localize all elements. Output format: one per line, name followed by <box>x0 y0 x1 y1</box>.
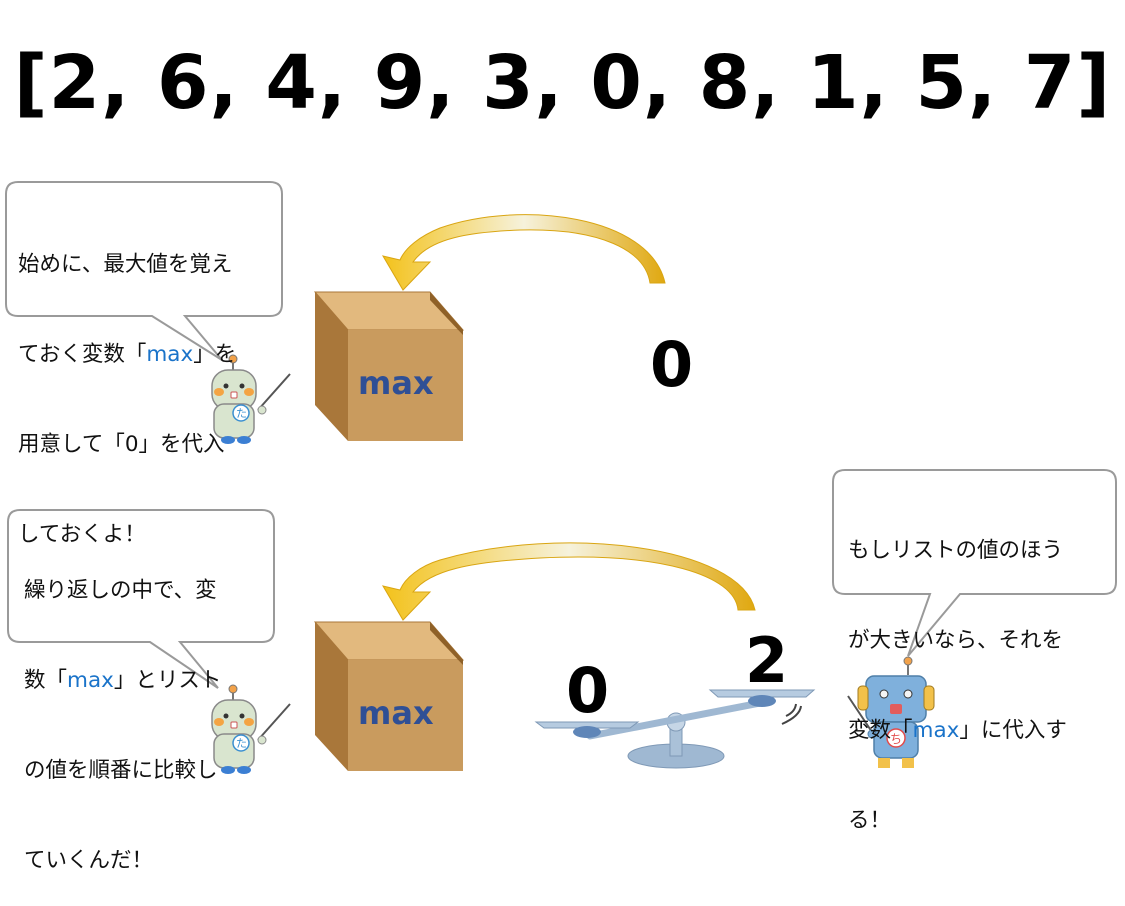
bubble-line: 繰り返しの中で、変 <box>24 578 217 603</box>
bubble-text-step2-left: 繰り返しの中で、変 数「max」とリスト の値を順番に比較し ていくんだ！ <box>24 516 221 906</box>
bubble-line: ていくんだ！ <box>24 848 154 873</box>
bubble-text-step1: 始めに、最大値を覚え ておく変数「max」を 用意して「0」を代入 しておくよ！ <box>18 190 236 580</box>
scale-right-value: 2 <box>745 624 789 697</box>
robot-step1 <box>211 354 291 444</box>
variable-name: max <box>912 718 960 743</box>
bubble-line: る！ <box>848 808 892 833</box>
bubble-text-step2-right: もしリストの値のほう が大きいなら、それを 変数「max」に代入す る！ <box>848 476 1067 866</box>
bubble-line-part: 」とリスト <box>113 668 222 693</box>
bubble-line: もしリストの値のほう <box>848 538 1064 563</box>
variable-name: max <box>146 342 194 367</box>
robot-badge-step1: た <box>236 407 247 420</box>
bubble-line-part: 」を <box>193 342 237 367</box>
diagram-graphics <box>5 181 1117 774</box>
box-label-step1: max <box>358 364 434 402</box>
robot-badge-step2-right: ち <box>890 732 903 746</box>
bubble-line-part: 」に代入す <box>959 718 1067 743</box>
bubble-line: が大きいなら、それを <box>848 628 1064 653</box>
scale-left-value: 0 <box>566 654 610 727</box>
assign-arrow-step2 <box>381 542 756 621</box>
bubble-line: 変数「max」に代入す <box>848 716 1067 746</box>
speech-bubble-step1 <box>5 181 283 361</box>
bubble-line: 数「max」とリスト <box>24 666 221 696</box>
variable-name: max <box>67 668 114 693</box>
speech-bubble-step2-left <box>7 509 275 689</box>
number-list: [2, 6, 4, 9, 3, 0, 8, 1, 5, 7] <box>13 40 1112 126</box>
balance-scale <box>534 689 816 769</box>
max-box-step2 <box>313 621 465 771</box>
speech-bubble-step2-right <box>832 469 1117 657</box>
robot-badge-step2-left: た <box>236 737 247 750</box>
robot-step2-left <box>211 684 291 774</box>
assign-arrow-step1 <box>381 214 666 291</box>
max-box-step1 <box>313 291 465 441</box>
robot-step2-right <box>847 656 935 768</box>
bubble-line: ておく変数「max」を <box>18 340 236 370</box>
bubble-line: しておくよ！ <box>18 522 146 547</box>
bubble-line: 用意して「0」を代入 <box>18 432 225 457</box>
value-step1: 0 <box>650 328 694 401</box>
bubble-line-part: 変数「 <box>848 718 913 743</box>
bubble-line: 始めに、最大値を覚え <box>18 252 233 277</box>
bubble-line: の値を順番に比較し <box>24 758 218 783</box>
bubble-line-part: ておく変数「 <box>18 342 147 367</box>
bubble-line-part: 数「 <box>24 668 68 693</box>
box-label-step2: max <box>358 694 434 732</box>
